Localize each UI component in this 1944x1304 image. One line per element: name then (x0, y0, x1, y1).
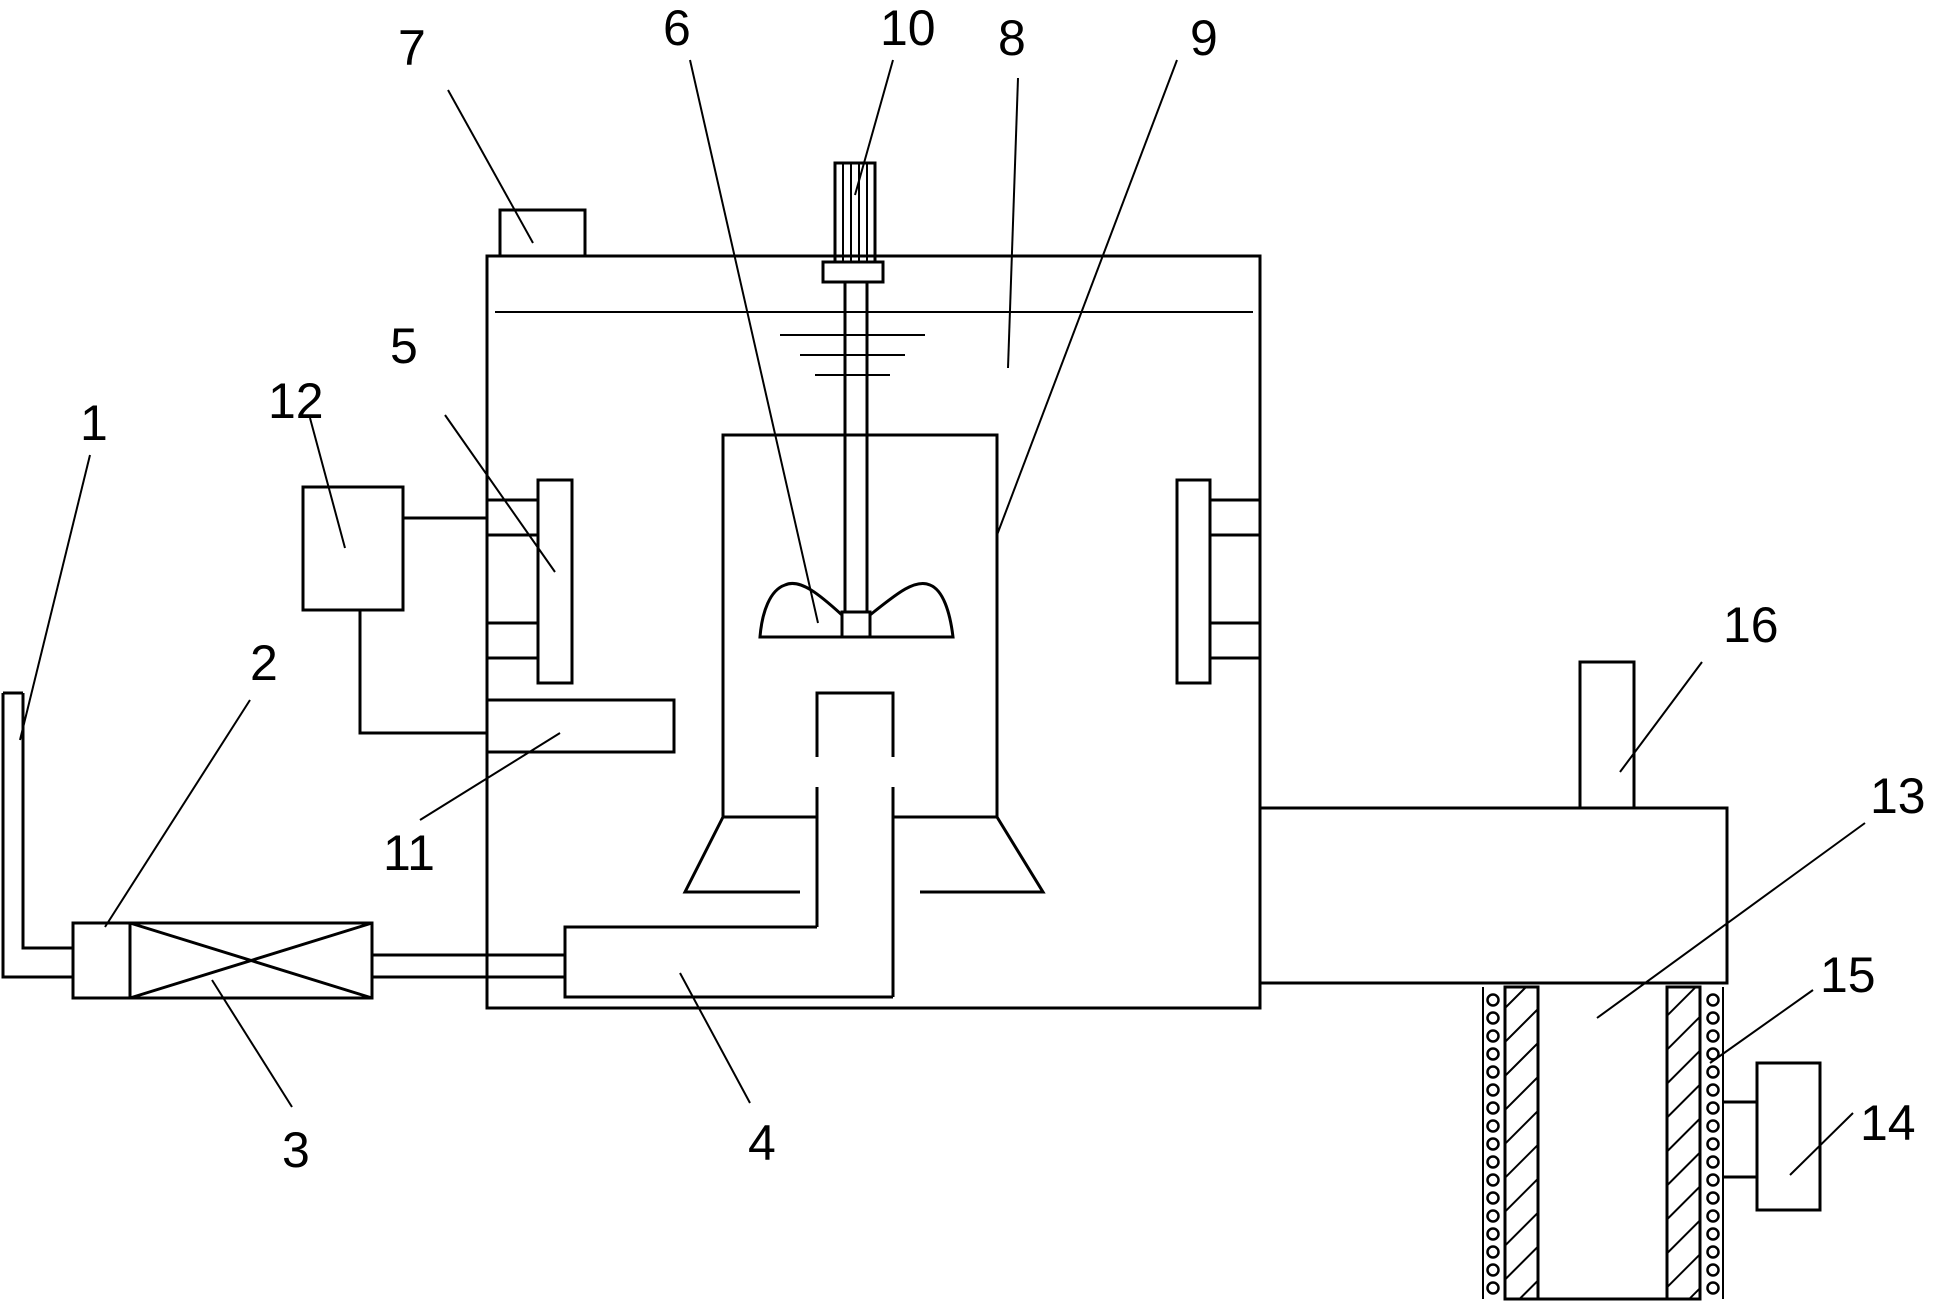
discharge-column (1503, 985, 1702, 1301)
coil-ring (1486, 1137, 1500, 1151)
part-labels: 1 2 3 4 5 6 7 8 9 10 11 12 13 14 15 16 (80, 0, 1926, 1178)
coil-ring (1486, 1083, 1500, 1097)
inner-cylinder (682, 433, 1046, 894)
label-1: 1 (80, 395, 108, 451)
label-11: 11 (383, 825, 435, 881)
coil-ring (1706, 1011, 1720, 1025)
coil-ring (1486, 1155, 1500, 1169)
coil-ring (1486, 1173, 1500, 1187)
coil-ring (1486, 1191, 1500, 1205)
pump (128, 921, 374, 1000)
label-10: 10 (880, 0, 936, 56)
coil-ring (1706, 1155, 1720, 1169)
coil-ring (1486, 1101, 1500, 1115)
label-6: 6 (663, 0, 691, 56)
label-2: 2 (250, 635, 278, 691)
coil-ring (1706, 1245, 1720, 1259)
coil-ring (1486, 1263, 1500, 1277)
label-14: 14 (1860, 1095, 1916, 1151)
coil-ring (1486, 1047, 1500, 1061)
coil-ring (1706, 993, 1720, 1007)
top-inlet-box (498, 208, 587, 258)
coil-ring (1706, 1209, 1720, 1223)
right-electrode-assembly (1175, 478, 1260, 685)
label-9: 9 (1190, 10, 1218, 66)
label-5: 5 (390, 318, 418, 374)
coil-ring (1486, 1029, 1500, 1043)
inlet-pipe (372, 691, 895, 999)
feed-pipe (1, 691, 73, 979)
coil-ring (1486, 1119, 1500, 1133)
valve (71, 921, 132, 1000)
label-13: 13 (1870, 768, 1926, 824)
coil-ring (1486, 1011, 1500, 1025)
coil-ring (1706, 1173, 1720, 1187)
coil-ring (1706, 1083, 1720, 1097)
coil-ring (1486, 1227, 1500, 1241)
vent-pipe (1578, 660, 1636, 810)
controller (301, 485, 487, 735)
coil-ring (1706, 1281, 1720, 1295)
sensor-block (485, 698, 676, 754)
coil-ring (1706, 1101, 1720, 1115)
coil-ring (1486, 1281, 1500, 1295)
impeller (758, 582, 955, 639)
label-16: 16 (1723, 597, 1779, 653)
coil-ring (1706, 1263, 1720, 1277)
coil-ring (1706, 1191, 1720, 1205)
coil-ring (1706, 1137, 1720, 1151)
coil-ring (1486, 1209, 1500, 1223)
label-4: 4 (748, 1115, 776, 1171)
coil-ring (1706, 1119, 1720, 1133)
coil-ring (1706, 1227, 1720, 1241)
stirring-motor (821, 161, 885, 284)
label-3: 3 (282, 1122, 310, 1178)
stirring-shaft (843, 282, 869, 615)
main-tank (485, 254, 1262, 1010)
outlet-channel (1260, 660, 1729, 985)
heater-power-box (1723, 1061, 1822, 1212)
coil-ring (1486, 1245, 1500, 1259)
coil-ring (1486, 1065, 1500, 1079)
label-7: 7 (398, 20, 426, 76)
label-15: 15 (1820, 947, 1876, 1003)
coil-ring (1706, 1065, 1720, 1079)
left-electrode-assembly (487, 478, 574, 685)
heating-coil (1482, 987, 1724, 1299)
leader-lines (19, 59, 1866, 1176)
coil-ring (1706, 1047, 1720, 1061)
label-8: 8 (998, 10, 1026, 66)
coil-ring (1486, 993, 1500, 1007)
label-12: 12 (268, 373, 324, 429)
coil-ring (1706, 1029, 1720, 1043)
